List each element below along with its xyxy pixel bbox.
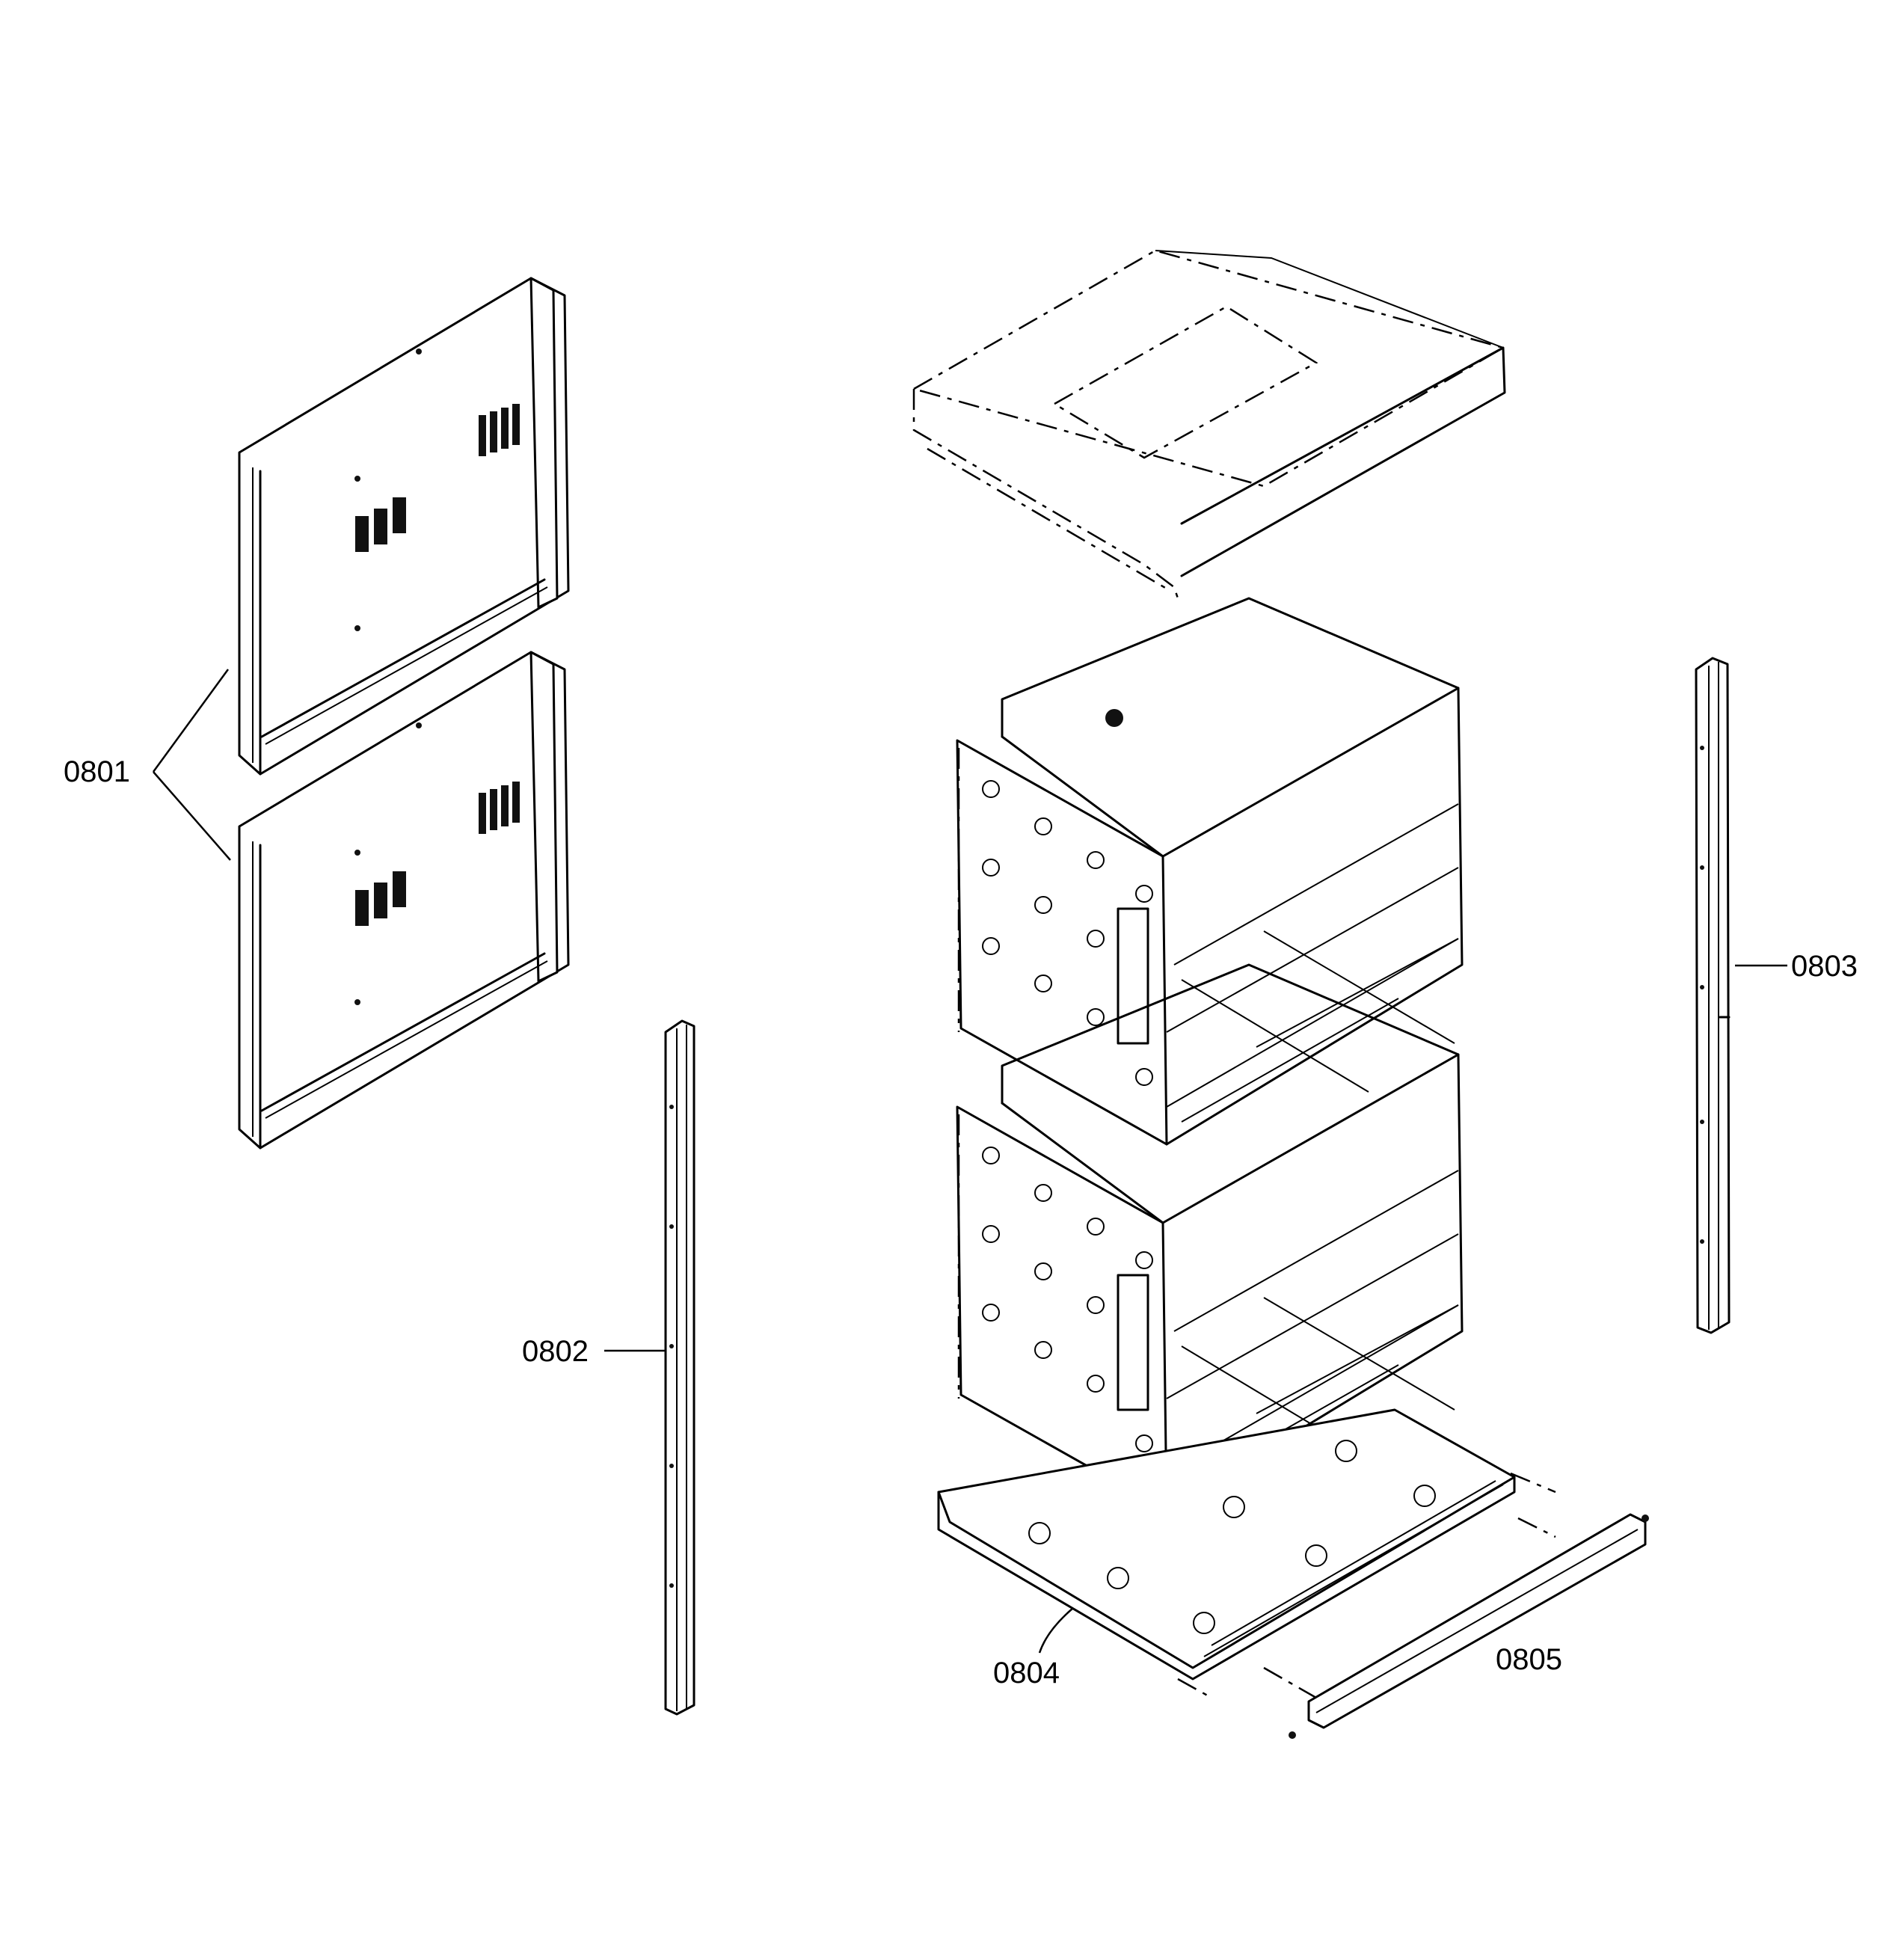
side-panel-upper [238,277,570,776]
cutout-pattern-icon [355,871,406,926]
screw-icon [982,780,1153,1086]
vertical-rail-left [664,1019,695,1716]
part-label: 0805 [1496,1643,1562,1676]
label-0805: 0805 [1496,1643,1562,1676]
part-label: 0804 [993,1657,1060,1689]
top-cover-dashed [911,249,1506,599]
label-0804: 0804 [993,1607,1074,1689]
label-0802: 0802 [522,1335,666,1368]
label-0801: 0801 [64,669,231,861]
cavity-frame-upper [956,597,1464,1146]
screw-icon [1028,1440,1436,1634]
part-label: 0803 [1791,950,1858,983]
vertical-rail-right [1695,657,1731,1334]
vent-slots-icon [479,404,520,456]
bottom-tray [937,1408,1516,1681]
screw-icon [1289,1514,1649,1739]
cutout-pattern-icon [355,497,406,552]
vent-slots-icon [479,782,520,834]
front-trim-strip [1177,1472,1649,1739]
part-label: 0801 [64,755,130,788]
part-label: 0802 [522,1335,589,1368]
side-panel-lower [238,651,570,1150]
screw-icon [982,1147,1153,1452]
label-0803: 0803 [1735,950,1858,983]
